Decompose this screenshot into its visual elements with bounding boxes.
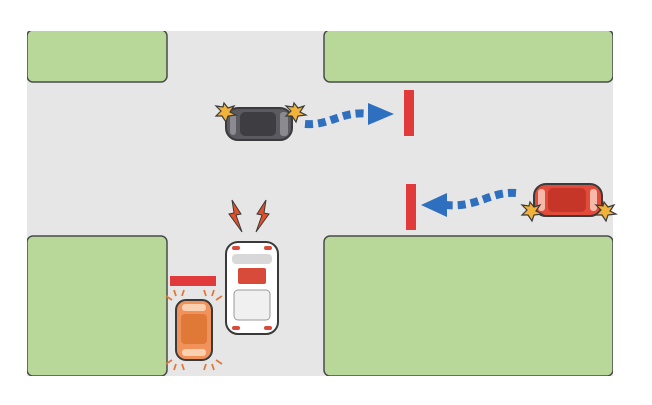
turn-signal-flash-icon	[214, 101, 309, 124]
dark-gray-car	[214, 101, 309, 141]
stop-line-right	[406, 184, 416, 230]
dashed-arrow-right-icon	[304, 103, 394, 129]
grass-block-top-left	[26, 29, 168, 83]
grass-block-top-right	[323, 29, 614, 83]
stop-line-bottom-left	[170, 276, 216, 286]
turn-signal-flash-icon	[520, 200, 619, 223]
orange-car	[165, 289, 223, 371]
turn-signal-flash-icon	[165, 289, 223, 371]
grass-block-bottom-right	[323, 235, 614, 377]
stop-line-top	[404, 90, 414, 136]
white-van	[225, 241, 279, 335]
dashed-arrow-left-icon	[421, 188, 517, 217]
alert-lightning-icon	[228, 199, 270, 233]
grass-block-bottom-left	[26, 235, 168, 377]
red-car	[520, 183, 619, 223]
